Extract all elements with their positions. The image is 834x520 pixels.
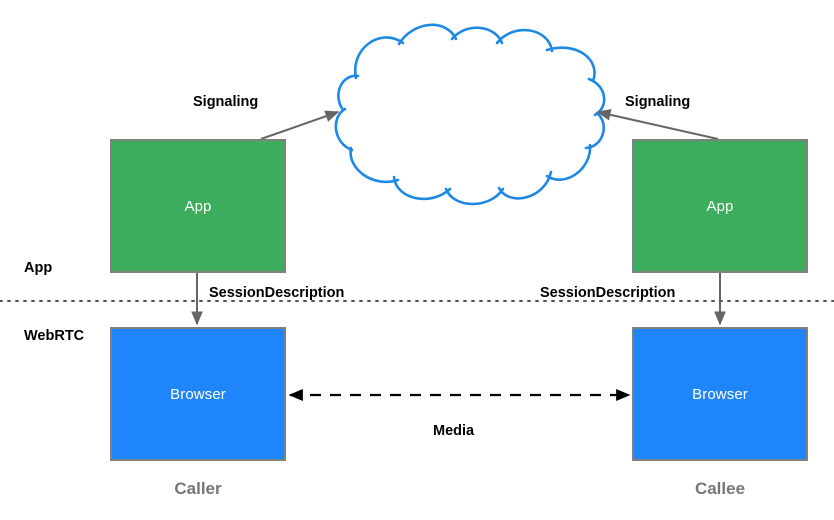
cloud-icon [334, 23, 606, 206]
session-description-label-left: SessionDescription [209, 285, 345, 301]
signaling-label-left: Signaling [193, 94, 259, 110]
signaling-arrow-left [260, 110, 340, 140]
session-description-label-right: SessionDescription [540, 285, 676, 301]
caller-browser-box[interactable]: Browser [110, 327, 286, 461]
media-label: Media [433, 423, 475, 439]
callee-browser-box[interactable]: Browser [632, 327, 808, 461]
caller-app-box[interactable]: App [110, 139, 286, 273]
callee-app-box[interactable]: App [632, 139, 808, 273]
role-label-callee: Callee [694, 479, 746, 498]
signaling-arrow-right [596, 109, 719, 140]
tier-label-app: App [24, 260, 53, 276]
callee-app-label: App [706, 197, 734, 215]
signaling-label-right: Signaling [625, 94, 691, 110]
caller-app-label: App [184, 197, 212, 215]
caller-browser-label: Browser [170, 385, 226, 403]
role-label-caller: Caller [174, 479, 222, 498]
tier-label-webrtc: WebRTC [24, 328, 85, 344]
callee-browser-label: Browser [692, 385, 748, 403]
